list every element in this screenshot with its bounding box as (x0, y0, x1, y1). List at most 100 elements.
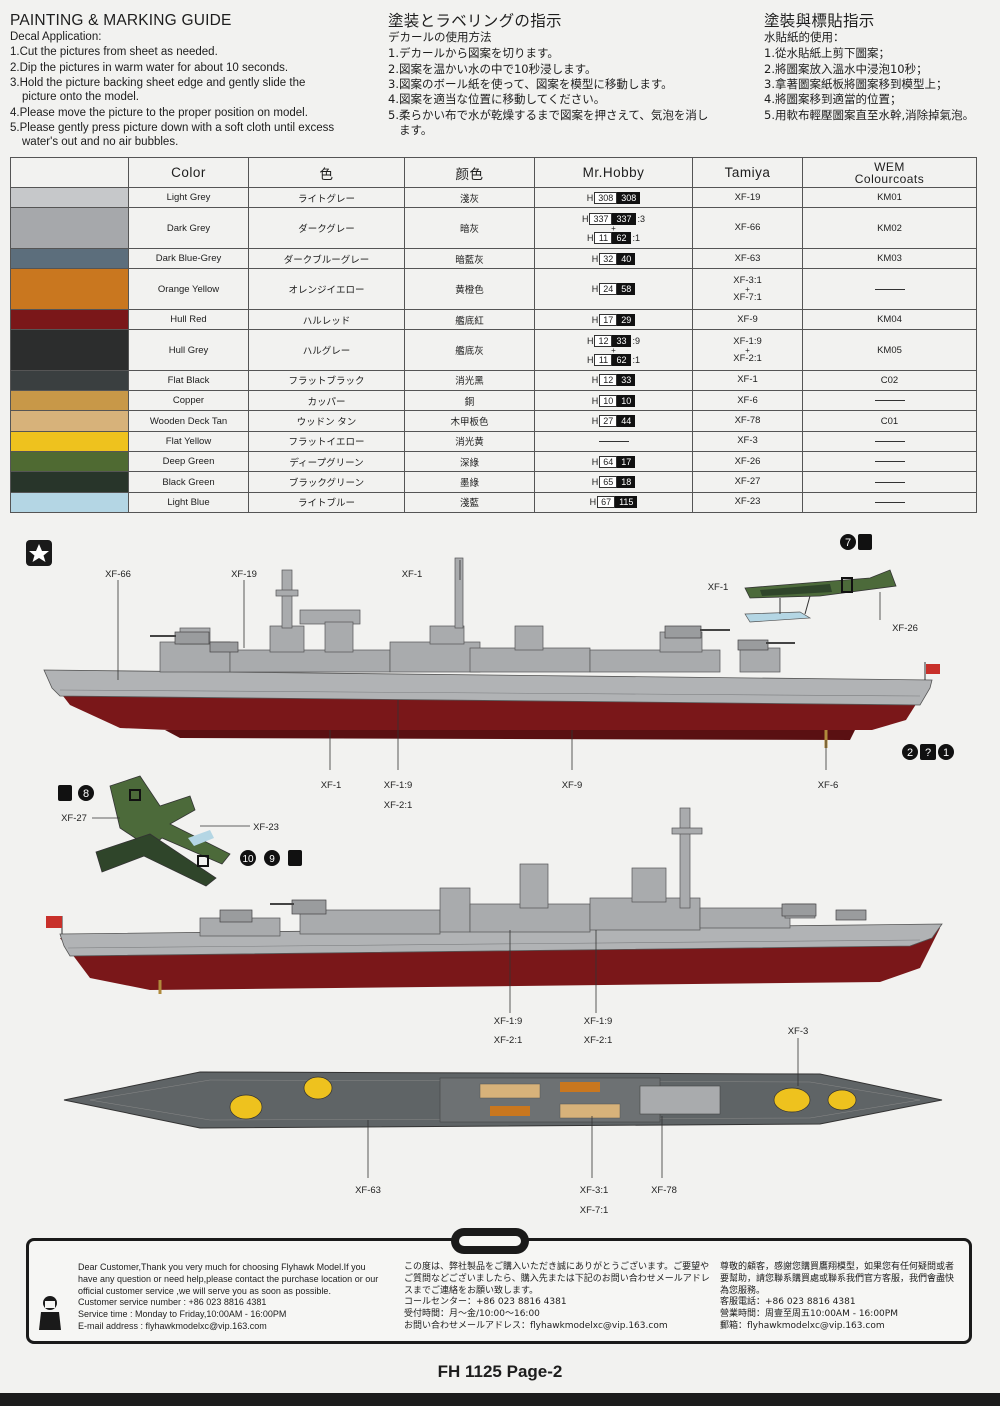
mrhobby-c-number: 10 (617, 394, 636, 407)
callout-xf2-1: XF-2:1 (384, 800, 413, 810)
color-name-en: Orange Yellow (128, 268, 249, 310)
step-zh: 3.拿著圖案紙板將圖案移到模型上； (764, 77, 948, 92)
color-name-zh: 淺灰 (404, 186, 535, 209)
footer-jp-email: お問い合わせメールアドレス：flyhawkmodelxc@vip.163.com (404, 1320, 668, 1331)
color-name-zh: 艦底灰 (404, 329, 535, 371)
tamiya-value: XF-7:1 (733, 291, 762, 303)
color-swatch (10, 268, 129, 310)
tamiya-header: Tamiya (692, 157, 803, 188)
callout-xf27: XF-27 (61, 813, 87, 824)
footer-zh-line: 為您服務。 (720, 1285, 766, 1296)
tamiya-stack: XF-78 (693, 416, 802, 426)
tamiya-stack: XF-6 (693, 395, 802, 406)
tamiya-value: XF-3 (737, 435, 758, 447)
footer-en-email: E-mail address : flyhawkmodelxc@vip.163.… (78, 1320, 267, 1331)
color-name-jp: フラットイエロー (248, 430, 405, 453)
mrhobby-h-number: 32 (599, 252, 618, 265)
steps-en: 1.Cut the pictures from sheet as needed.… (10, 46, 340, 149)
footer-tab (451, 1228, 529, 1254)
seaplane-top (95, 775, 231, 887)
guide-title-en: PAINTING & MARKING GUIDE (10, 12, 232, 29)
color-swatch (10, 247, 129, 270)
mrhobby-c-number: 17 (617, 455, 636, 468)
mrhobby-c-number: 29 (617, 313, 636, 326)
flag-stern-1 (924, 662, 940, 680)
wem-code: C01 (802, 410, 977, 432)
mrhobby-c-number: 44 (617, 415, 636, 428)
mrhobby-h-number: 11 (594, 353, 613, 366)
tamiya-value: XF-2:1 (733, 352, 762, 364)
color-swatch (10, 390, 129, 412)
callout-xf19: XF-19 (231, 569, 257, 580)
color-name-en: Flat Yellow (128, 430, 249, 453)
color-name-zh: 消光黑 (404, 369, 535, 392)
tamiya-stack: XF-3 (693, 436, 802, 446)
callout-xf1-top: XF-1 (402, 569, 423, 580)
color-name-jp: ウッドン タン (248, 410, 405, 432)
mrhobby-h-number: 10 (599, 394, 618, 407)
hull-side-1 (43, 669, 933, 740)
tamiya-code: XF-6 (692, 390, 803, 412)
callout-xf3: XF-3 (788, 1026, 809, 1037)
callout-xf7-1: XF-7:1 (580, 1205, 609, 1216)
superstructure-2 (199, 807, 816, 937)
wem-code (802, 268, 977, 310)
hull-side-2 (59, 923, 943, 990)
none-dash (874, 461, 905, 463)
mrhobby-h-number: 27 (599, 415, 618, 428)
color-name-zh: 黄橙色 (404, 268, 535, 310)
h-label: H (586, 192, 594, 203)
wem-code: KM02 (802, 207, 977, 249)
color-swatch (10, 451, 129, 473)
color-swatch (10, 308, 129, 331)
step-en: 1.Cut the pictures from sheet as needed. (10, 46, 218, 59)
tamiya-stack: XF-1:9+XF-2:1 (693, 336, 802, 364)
step-zh: 2.將圖案放入溫水中浸泡10秒； (764, 61, 928, 76)
decal-marker-10-9: 10 9 (240, 850, 302, 866)
footer-jp-line: 受付時間：月～金/10:00～16:00 (404, 1309, 540, 1320)
color-name-zh: 消光黄 (404, 430, 535, 453)
color-swatch (10, 207, 129, 249)
tamiya-value: XF-19 (734, 191, 761, 203)
instructions-jp: 塗装とラベリングの指示 デカールの使用方法 1.デカールから図案を切ります。 2… (388, 12, 718, 139)
color-swatch (10, 471, 129, 493)
steps-zh: 1.從水貼紙上剪下圖案； 2.將圖案放入溫水中浸泡10秒； 3.拿著圖案紙板將圖… (764, 46, 994, 123)
mrhobby-code (534, 430, 693, 453)
mrhobby-h-number: 337 (589, 212, 613, 225)
color-name-en: Dark Blue-Grey (128, 247, 249, 270)
mrhobby-h-number: 65 (599, 476, 618, 489)
color-name-jp: ディープグリーン (248, 451, 405, 473)
callout-xf1-hull: XF-1 (321, 780, 342, 791)
tamiya-code: XF-27 (692, 471, 803, 493)
color-name-jp: ハルグレー (248, 329, 405, 371)
h-label: H (591, 314, 599, 325)
footer-en: Dear Customer,Thank you very much for ch… (78, 1262, 398, 1333)
tamiya-value: XF-27 (734, 476, 761, 488)
footer-en-line: have any question or need help,please co… (78, 1273, 379, 1284)
zh-header: 颜色 (404, 157, 535, 188)
leaders-1 (117, 560, 881, 770)
star-badge (26, 540, 52, 566)
h-label: H (591, 284, 599, 295)
h-label: H (586, 354, 594, 365)
color-swatch (10, 186, 129, 209)
mrhobby-h-number: 17 (599, 313, 618, 326)
